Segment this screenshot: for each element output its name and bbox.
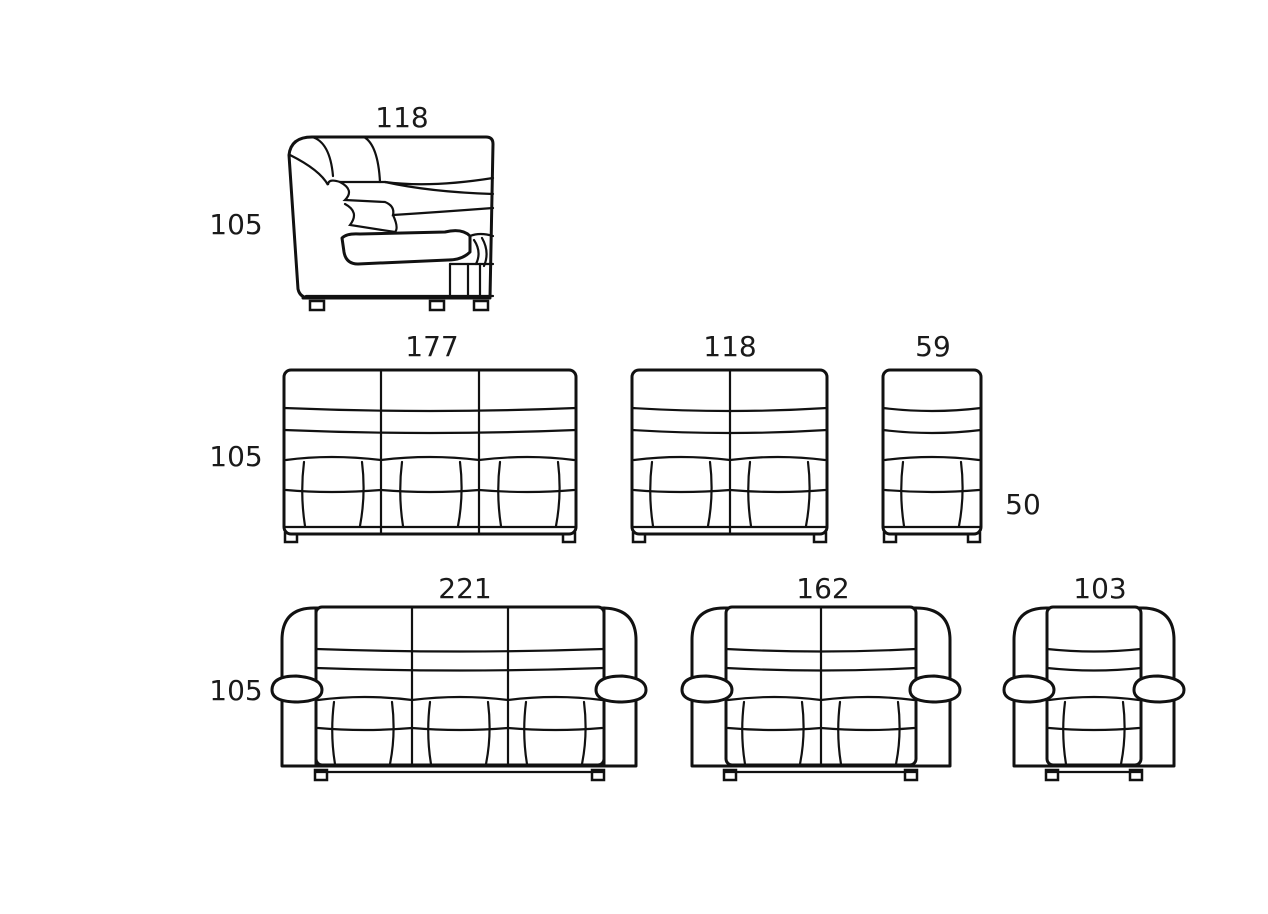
armchair-width-label: 103 (1073, 572, 1126, 605)
corner-width-label: 118 (375, 101, 428, 134)
sofa2-drawing (680, 605, 962, 782)
corner-module-drawing (287, 135, 495, 312)
module3-drawing (282, 368, 578, 544)
row3-height-label: 105 (209, 674, 262, 707)
sofa3-drawing (270, 605, 648, 782)
module1-drawing (881, 368, 983, 544)
armchair-drawing (1002, 605, 1186, 782)
sofa3-width-label: 221 (438, 572, 491, 605)
module2-width-label: 118 (703, 330, 756, 363)
row2-height-label: 105 (209, 440, 262, 473)
module1-width-label: 59 (915, 330, 951, 363)
corner-height-label: 105 (209, 208, 262, 241)
seat-height-label: 50 (1005, 488, 1041, 521)
module3-width-label: 177 (405, 330, 458, 363)
sofa2-width-label: 162 (796, 572, 849, 605)
module2-drawing (630, 368, 829, 544)
